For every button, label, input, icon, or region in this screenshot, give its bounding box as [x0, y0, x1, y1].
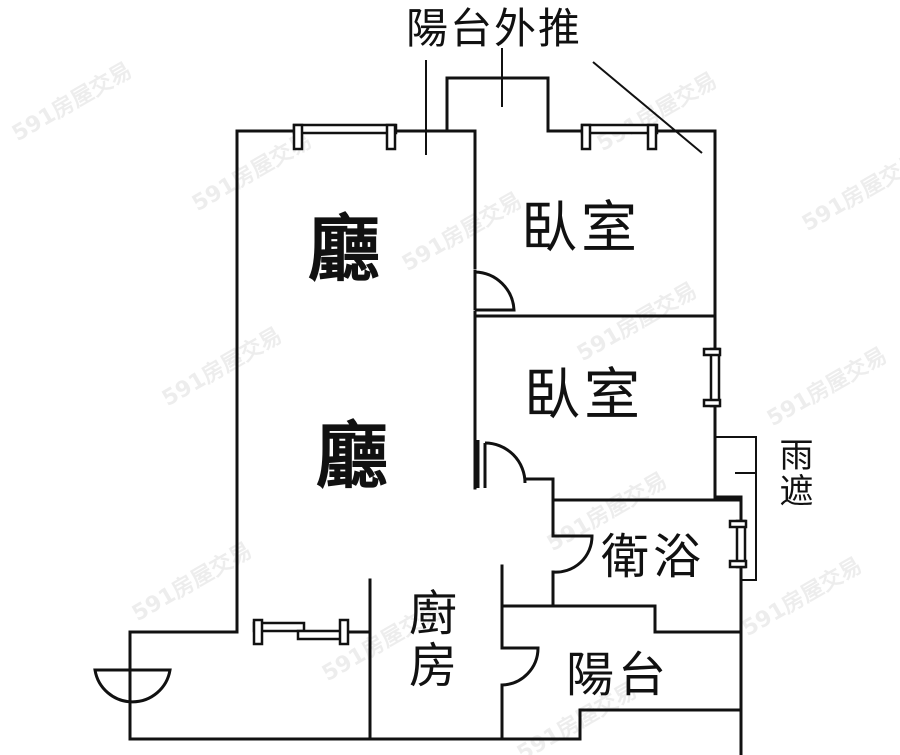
room-label-bathroom: 衛浴 — [601, 529, 706, 585]
room-label-bedroom-2: 臥室 — [524, 363, 644, 428]
doors — [93, 270, 594, 708]
window-bathroom — [728, 519, 748, 569]
window-living-top — [292, 123, 398, 151]
label-balcony-extension: 陽台外推 — [406, 4, 583, 53]
window-bedroom-1 — [580, 123, 659, 151]
leader-lines — [425, 48, 703, 155]
exterior-walls — [128, 76, 757, 755]
room-label-balcony: 陽台 — [566, 647, 671, 703]
windows — [252, 123, 748, 646]
door-bedroom-1 — [473, 270, 516, 312]
door-bathroom — [552, 534, 594, 574]
room-label-bedroom-1: 臥室 — [521, 196, 641, 261]
room-label-living-lower: 廳 — [316, 414, 391, 498]
room-label-living-upper: 廳 — [308, 207, 383, 291]
door-entry — [93, 668, 172, 708]
door-balcony — [501, 646, 540, 687]
interior-walls — [128, 129, 743, 741]
window-bedroom-2 — [702, 347, 722, 408]
label-rain-shelter: 雨遮 — [773, 437, 813, 509]
window-living-bottom — [252, 618, 350, 646]
room-label-kitchen: 廚房 — [400, 588, 456, 692]
door-bedroom-2 — [476, 440, 527, 488]
